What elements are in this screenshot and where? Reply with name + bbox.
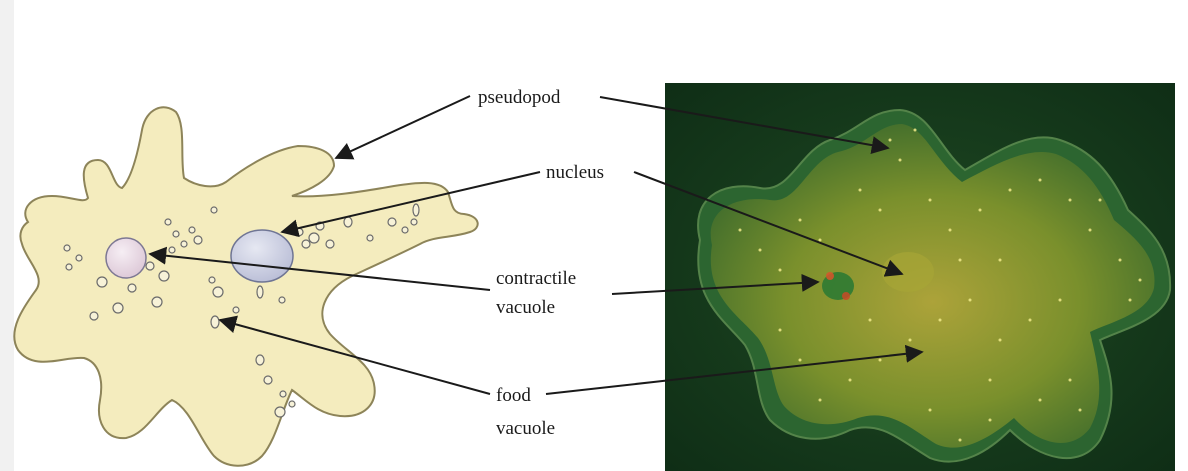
food-vacuole — [194, 236, 202, 244]
food-vacuole — [264, 376, 272, 384]
food-vacuole — [233, 307, 239, 313]
food-vacuole — [76, 255, 82, 261]
food-vacuole — [367, 235, 373, 241]
nucleus — [231, 230, 293, 282]
food-vacuole — [90, 312, 98, 320]
label-food-vacuole-line2: vacuole — [496, 418, 555, 439]
food-vacuole — [169, 247, 175, 253]
food-vacuole — [411, 219, 417, 225]
label-food-vacuole-line1: food — [496, 385, 531, 406]
contractile-vacuole — [106, 238, 146, 278]
label-contractile-vacuole-line1: contractile — [496, 268, 576, 289]
food-vacuole — [152, 297, 162, 307]
micrograph-nucleus — [882, 252, 934, 292]
food-vacuole — [302, 240, 310, 248]
food-vacuole — [275, 407, 285, 417]
food-vacuole — [309, 233, 319, 243]
food-vacuole — [189, 227, 195, 233]
label-pseudopod: pseudopod — [478, 87, 561, 108]
food-vacuole — [97, 277, 107, 287]
food-vacuole — [146, 262, 154, 270]
food-vacuole — [413, 204, 419, 216]
food-vacuole — [213, 287, 223, 297]
food-vacuole — [128, 284, 136, 292]
label-contractile-vacuole-line2: vacuole — [496, 297, 555, 318]
food-vacuole — [280, 391, 286, 397]
food-vacuole — [279, 297, 285, 303]
food-vacuole — [211, 316, 219, 328]
food-vacuole — [159, 271, 169, 281]
food-vacuole — [165, 219, 171, 225]
food-vacuole — [388, 218, 396, 226]
food-vacuole — [256, 355, 264, 365]
food-vacuole — [181, 241, 187, 247]
food-vacuole — [66, 264, 72, 270]
food-vacuole — [173, 231, 179, 237]
food-vacuole — [64, 245, 70, 251]
food-vacuole — [289, 401, 295, 407]
food-vacuole — [402, 227, 408, 233]
food-vacuole — [257, 286, 263, 298]
amoeba-micrograph — [665, 83, 1175, 471]
page-edge-shadow — [0, 0, 14, 471]
food-vacuole — [344, 217, 352, 227]
food-vacuole — [211, 207, 217, 213]
food-vacuole — [113, 303, 123, 313]
food-vacuole — [326, 240, 334, 248]
label-nucleus: nucleus — [546, 162, 604, 183]
food-vacuole — [209, 277, 215, 283]
